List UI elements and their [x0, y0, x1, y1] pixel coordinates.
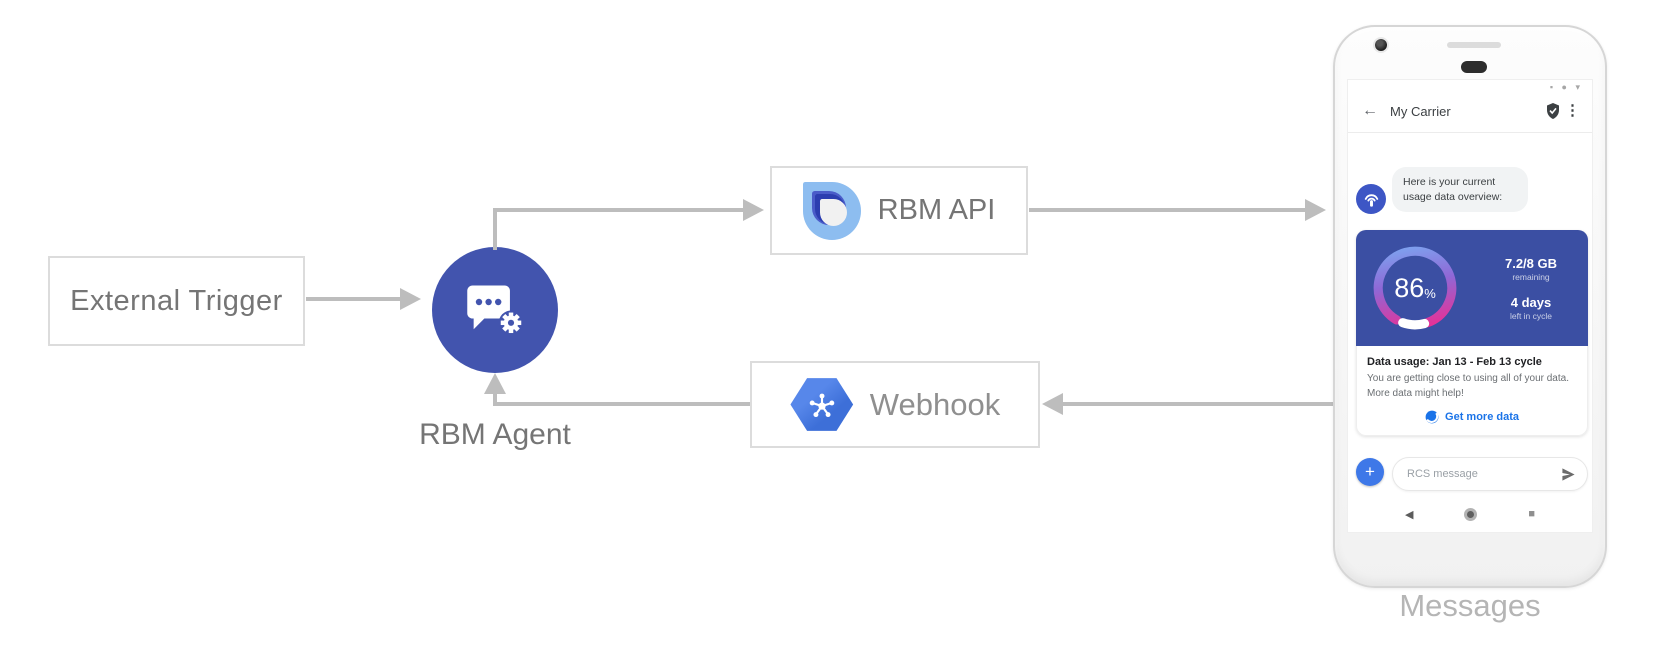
get-more-data-button[interactable]: Get more data: [1367, 410, 1577, 424]
header-divider: [1348, 132, 1592, 133]
nav-home-icon[interactable]: [1464, 507, 1478, 521]
days-label: left in cycle: [1509, 310, 1553, 321]
arrowhead-agent-to-api: [743, 199, 764, 221]
speaker-slot: [1447, 42, 1501, 48]
rbm-api-logo-icon: [802, 181, 861, 240]
phone-screen: ▪ ● ▾ ← My Carrier ⋮: [1347, 79, 1593, 533]
remaining-value: 7.2/8 GB: [1504, 255, 1558, 271]
nav-back-icon[interactable]: ◀: [1404, 508, 1414, 521]
overflow-menu-icon[interactable]: ⋮: [1565, 102, 1580, 119]
earpiece: [1461, 61, 1487, 73]
conversation-title: My Carrier: [1390, 104, 1451, 119]
android-navbar: ◀ ■: [1348, 502, 1592, 526]
rbm-agent-label: RBM Agent: [419, 418, 571, 451]
usage-card-body: You are getting close to using all of yo…: [1367, 373, 1569, 399]
arrow-api-to-phone: [1029, 208, 1307, 212]
rcs-message-input[interactable]: [1407, 458, 1547, 490]
connector-agent-up: [493, 210, 497, 250]
usage-card-title: Data usage: Jan 13 - Feb 13 cycle: [1367, 356, 1542, 368]
usage-card-text-panel: Data usage: Jan 13 - Feb 13 cycle You ar…: [1356, 346, 1588, 436]
days-value: 4 days: [1510, 294, 1552, 310]
arrowhead-phone-to-webhook: [1042, 393, 1063, 415]
chat-gear-icon: [467, 285, 524, 336]
connector-agent-up-from-webhook: [493, 392, 497, 406]
status-bar-icons: ▪ ● ▾: [1549, 82, 1583, 92]
connector-agent-to-api: [493, 208, 745, 212]
rbm-api-label: RBM API: [877, 194, 996, 226]
arrow-phone-to-webhook: [1062, 402, 1334, 406]
webhook-node: Webhook: [750, 361, 1040, 448]
webhook-hexagon-icon: [790, 378, 854, 431]
usage-gauge: 86%: [1369, 242, 1461, 334]
external-trigger-label: External Trigger: [70, 284, 283, 317]
usage-card: 86% 7.2/8 GB remaining 4 days left in cy…: [1356, 230, 1588, 436]
message-input-container: [1392, 457, 1588, 491]
gauge-percent: 86%: [1394, 272, 1436, 303]
usage-stats: 7.2/8 GB remaining 4 days left in cycle: [1478, 230, 1584, 346]
external-trigger-node: External Trigger: [48, 256, 305, 346]
add-attachment-button[interactable]: +: [1356, 458, 1384, 486]
phone-mockup: ▪ ● ▾ ← My Carrier ⋮: [1333, 25, 1607, 588]
messages-caption: Messages: [1399, 588, 1541, 623]
front-camera: [1375, 39, 1387, 51]
nav-overview-icon[interactable]: ■: [1528, 508, 1536, 520]
arrowhead-webhook-to-agent: [484, 373, 506, 394]
agent-message-bubble: Here is your current usage data overview…: [1392, 167, 1528, 213]
connector-webhook-to-agent: [495, 402, 750, 406]
carrier-antenna-icon: [1364, 193, 1378, 207]
rbm-agent-node: [432, 247, 558, 373]
back-arrow-icon[interactable]: ←: [1362, 102, 1378, 119]
arrowhead-trigger-to-agent: [400, 288, 421, 310]
rbm-api-node: RBM API: [770, 166, 1028, 255]
send-icon[interactable]: [1561, 467, 1576, 487]
webhook-label: Webhook: [869, 386, 1001, 422]
remaining-label: remaining: [1512, 271, 1550, 282]
globe-icon: [1425, 410, 1439, 424]
usage-card-gauge-panel: 86% 7.2/8 GB remaining 4 days left in cy…: [1356, 230, 1588, 346]
verified-shield-icon: [1546, 103, 1560, 124]
arrowhead-api-to-phone: [1305, 199, 1326, 221]
conversation-header: ← My Carrier ⋮: [1348, 94, 1592, 130]
arrow-trigger-to-agent: [306, 297, 402, 301]
agent-avatar: [1356, 184, 1386, 214]
